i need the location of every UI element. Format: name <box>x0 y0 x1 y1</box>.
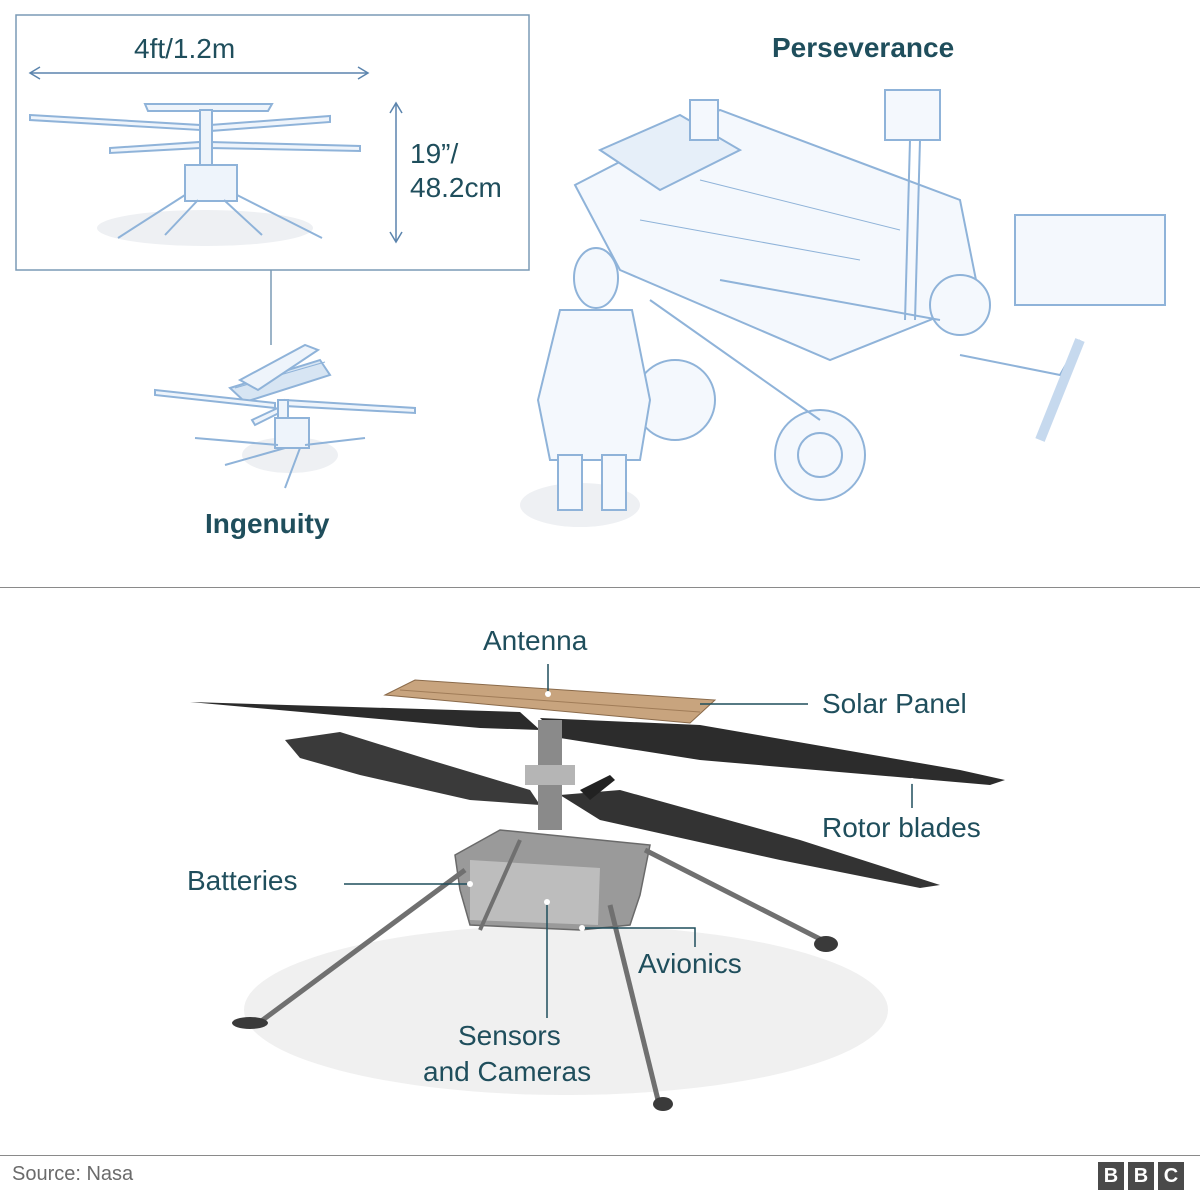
bbc-logo-letter: B <box>1128 1162 1154 1190</box>
height-dimension-label-line2: 48.2cm <box>410 172 502 203</box>
dimension-box <box>15 14 530 271</box>
callout-dots <box>467 691 915 931</box>
bbc-logo: B B C <box>1098 1162 1184 1190</box>
rotor-blades-label: Rotor blades <box>822 812 981 843</box>
bbc-logo-letter: B <box>1098 1162 1124 1190</box>
height-arrow <box>389 101 403 244</box>
perseverance-rover <box>520 89 1166 527</box>
footer-divider <box>0 1155 1200 1156</box>
bbc-logo-letter: C <box>1158 1162 1184 1190</box>
ingenuity-label: Ingenuity <box>205 508 330 539</box>
ingenuity-small-view <box>154 343 416 489</box>
ingenuity-model <box>190 679 1005 1111</box>
width-dimension-label: 4ft/1.2m <box>134 33 236 64</box>
batteries-label: Batteries <box>187 865 298 896</box>
sensors-label-line1: Sensors <box>458 1020 561 1051</box>
callout-lines <box>344 664 913 1018</box>
solar-panel-label: Solar Panel <box>822 688 967 719</box>
height-dimension-label-line1: 19”/ <box>410 138 459 169</box>
section-divider <box>0 587 1200 588</box>
width-arrow <box>28 66 370 80</box>
perseverance-label: Perseverance <box>772 32 955 63</box>
avionics-label: Avionics <box>638 948 742 979</box>
ground-shadow <box>244 925 888 1095</box>
sensors-label-line2: and Cameras <box>423 1056 592 1087</box>
source-credit: Source: Nasa <box>12 1163 134 1185</box>
ingenuity-front-view <box>29 103 361 246</box>
antenna-label: Antenna <box>483 625 588 656</box>
person-figure <box>536 247 652 511</box>
